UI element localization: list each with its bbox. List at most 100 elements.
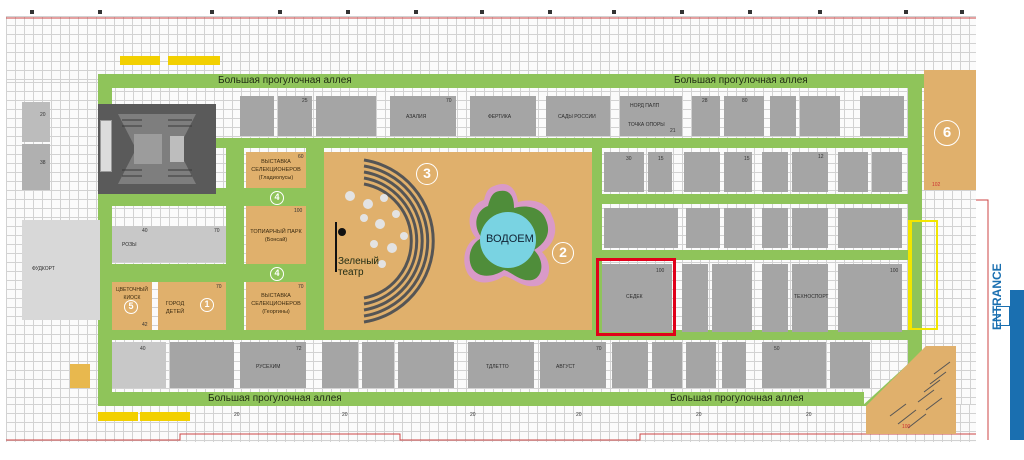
alley-mid-1 — [592, 194, 908, 204]
alley-inner-top — [112, 138, 908, 148]
azalia-label: АЗАЛИЯ — [406, 114, 427, 120]
tekhnosport-label: ТЕХНОСПОРТ — [794, 294, 829, 300]
pav-r7 — [838, 152, 868, 192]
amphitheater-seating — [118, 114, 196, 184]
highlight-box — [596, 258, 676, 336]
pav-t9 — [724, 96, 764, 136]
badge-1: 1 — [200, 298, 214, 312]
alley-mid-2 — [592, 250, 908, 260]
gorod-num: 70 — [216, 284, 222, 290]
pav-t1 — [240, 96, 274, 136]
bottom-num-3: 20 — [470, 412, 476, 418]
top-num-3: 80 — [742, 98, 748, 104]
pav-t2 — [278, 96, 312, 136]
stand-yellow-4 — [140, 412, 190, 421]
tsvetochny-label: ЦВЕТОЧНЫЙ КИОСК — [116, 287, 148, 301]
alley-top — [98, 74, 924, 88]
grid-top — [6, 16, 976, 82]
left-num-2: 38 — [40, 160, 46, 166]
gorod-block — [158, 282, 226, 330]
pav-t7 — [620, 96, 682, 136]
sedek-label: СЕДЕК — [626, 294, 643, 300]
vystavka-georg-label: ВЫСТАВКА СЕЛЕКЦИОНЕРОВ (Георгины) — [251, 293, 301, 315]
pav-r8 — [872, 152, 902, 192]
pav-tekhnosport — [792, 264, 828, 332]
rusekhim-label: РУСЕХИМ — [256, 364, 281, 370]
nord-palp-label: НОРД ПАЛП — [630, 103, 660, 109]
stand-yellow-6 — [908, 220, 912, 330]
pav-m9-num: 100 — [890, 268, 899, 274]
green-theatre-arcs — [335, 158, 435, 324]
alley-row-5 — [112, 264, 322, 282]
pav-t4 — [390, 96, 456, 136]
pav-r2 — [648, 152, 672, 192]
pav-b5 — [362, 342, 394, 388]
pav-m9 — [838, 264, 902, 332]
entrance-arrow-icon — [996, 306, 1010, 326]
vystavka-georg-block — [246, 282, 306, 330]
stand-yellow-frame — [912, 220, 938, 330]
badge-4b: 4 — [270, 267, 284, 281]
pav-t4-num: 70 — [446, 98, 452, 104]
stand-yellow-3 — [98, 412, 138, 421]
pav-rusekhim — [240, 342, 306, 388]
pav-b6 — [398, 342, 454, 388]
badge-4a: 4 — [270, 191, 284, 205]
pav-m1 — [604, 208, 678, 248]
stand-yellow-2 — [168, 56, 220, 65]
pav-r6-num: 12 — [818, 154, 824, 160]
pav-b13-num: 50 — [774, 346, 780, 352]
left-block-c — [22, 220, 100, 320]
sady-rossii-label: САДЫ РОССИИ — [558, 114, 596, 120]
tsvetochny-num: 42 — [142, 322, 148, 328]
pond-label: ВОДОЕМ — [486, 233, 534, 245]
pav-b9 — [612, 342, 648, 388]
pav-t10 — [770, 96, 796, 136]
pav-r6 — [792, 152, 828, 192]
pav-r1 — [604, 152, 644, 192]
stand-yellow-1 — [120, 56, 160, 65]
bottom-num-4: 20 — [576, 412, 582, 418]
pav-r1-num: 30 — [626, 156, 632, 162]
bottom-num-6: 20 — [806, 412, 812, 418]
pav-b4 — [322, 342, 358, 388]
bottom-num-5: 20 — [696, 412, 702, 418]
pav-b14 — [830, 342, 870, 388]
stage-element — [100, 120, 112, 172]
pav-b13 — [762, 342, 826, 388]
badge-2: 2 — [552, 242, 574, 264]
stand-yellow-5 — [70, 364, 90, 388]
topiary-block — [246, 206, 306, 264]
topiary-label: ТОПИАРНЫЙ ПАРК (Бонсай) — [250, 229, 302, 243]
pav-t5 — [470, 96, 536, 136]
sedek-num: 100 — [656, 268, 665, 274]
pav-r2-num: 15 — [658, 156, 664, 162]
rozy-num-70: 70 — [214, 228, 220, 234]
grid-bottom — [6, 404, 976, 442]
tochka-label: ТОЧКА ОПОРЫ — [628, 122, 665, 128]
rozy-block — [112, 226, 226, 262]
pav-m3 — [724, 208, 752, 248]
pav-t3 — [316, 96, 376, 136]
pav-m6 — [838, 208, 902, 248]
alley-label-bottom-right: Большая прогулочная аллея — [670, 393, 804, 404]
pav-r3 — [684, 152, 720, 192]
pav-r4-num: 15 — [744, 156, 750, 162]
pav-r5 — [762, 152, 788, 192]
seating-triangle — [866, 346, 956, 434]
left-block-a — [22, 102, 50, 142]
avgust-num: 70 — [596, 346, 602, 352]
pav-t8 — [692, 96, 720, 136]
alley-col-3 — [592, 148, 602, 330]
bottom-num-1: 20 — [234, 412, 240, 418]
top-num-2: 28 — [702, 98, 708, 104]
alley-label-top-right: Большая прогулочная аллея — [674, 75, 808, 86]
pav-tdletto — [468, 342, 534, 388]
entrance-side-bar — [1010, 290, 1024, 440]
glad-num: 60 — [298, 154, 304, 160]
pav-m4 — [762, 208, 788, 248]
pond-shape — [464, 183, 556, 287]
pav-avgust — [540, 342, 606, 388]
pav-t11 — [800, 96, 840, 136]
